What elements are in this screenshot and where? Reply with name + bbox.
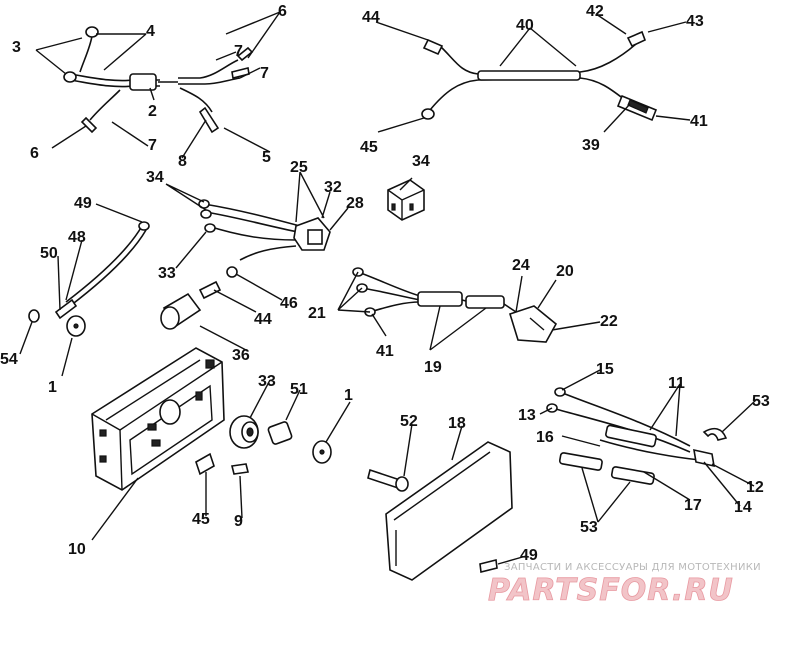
callout-24: 24 [512, 257, 530, 274]
callout-35: 36 [232, 347, 250, 364]
callout-33: 33 [258, 373, 276, 390]
callout-46: 48 [68, 229, 86, 246]
callout-8: 8 [178, 153, 187, 170]
callout-38b: 41 [376, 343, 394, 360]
callout-45: 45 [192, 511, 210, 528]
callout-50: 51 [290, 381, 308, 398]
callout-48: 50 [40, 245, 58, 262]
callout-15: 15 [596, 361, 614, 378]
callout-11: 11 [668, 375, 685, 392]
harness-top-right [421, 30, 658, 122]
callout-13: 13 [518, 407, 536, 424]
callout-7a: 7 [148, 137, 157, 154]
callout-40: 43 [686, 13, 704, 30]
relay-part [387, 179, 425, 221]
grommet-set [195, 415, 332, 476]
callout-51: 53 [752, 393, 770, 410]
callout-32: 34 [146, 169, 164, 186]
callout-54: 54 [0, 351, 18, 368]
callout-36: 40 [516, 17, 534, 34]
cover-plate [367, 441, 513, 581]
callout-9: 9 [234, 513, 243, 530]
callout-18: 18 [448, 415, 466, 432]
callout-20: 20 [556, 263, 574, 280]
callout-2: 2 [148, 103, 157, 120]
callout-25: 25 [290, 159, 308, 176]
harness-right-middle [352, 267, 558, 343]
callout-12: 12 [746, 479, 764, 496]
callout-3: 3 [12, 39, 21, 56]
callout-43: 46 [280, 295, 298, 312]
callout-53: 53 [580, 519, 598, 536]
callout-28: 28 [346, 195, 364, 212]
callout-22: 22 [600, 313, 618, 330]
callout-19: 19 [424, 359, 442, 376]
callout-38a: 41 [690, 113, 708, 130]
callout-7b: 7 [234, 43, 243, 60]
callout-labels: 3 4 2 6 7 8 5 6 7 7 44 40 42 43 45 39 41… [0, 3, 770, 564]
harness-lower-right [546, 387, 728, 485]
callout-16: 16 [536, 429, 554, 446]
callout-1a: 1 [48, 379, 57, 396]
callout-6b: 6 [278, 3, 287, 20]
callout-42: 45 [360, 139, 378, 156]
callout-49: 49 [520, 547, 538, 564]
callout-1b: 1 [344, 387, 353, 404]
callout-14: 14 [734, 499, 752, 516]
leader-lines [19, 11, 757, 565]
harness-middle [198, 199, 331, 261]
callout-21: 21 [308, 305, 326, 322]
watermark-tagline: ЗАПЧАСТИ И АКСЕССУАРЫ ДЛЯ МОТОТЕХНИКИ [504, 562, 761, 573]
callout-34: 34 [412, 153, 430, 170]
harness-top-left [63, 26, 254, 134]
callout-44: 44 [254, 311, 272, 328]
watermark-brand: PARTSFOR.RU [488, 573, 734, 608]
callout-39: 42 [586, 3, 604, 20]
callout-5: 5 [262, 149, 271, 166]
callout-47: 49 [74, 195, 92, 212]
callout-31: 33 [158, 265, 176, 282]
fuse-holder [160, 266, 238, 330]
callout-6a: 6 [30, 145, 39, 162]
callout-30: 32 [324, 179, 342, 196]
callout-7c: 7 [260, 65, 269, 82]
callout-41: 44 [362, 9, 380, 26]
callout-17: 17 [684, 497, 702, 514]
callout-52: 52 [400, 413, 418, 430]
callout-4: 4 [146, 23, 155, 40]
control-box [91, 347, 225, 491]
watermark: ЗАПЧАСТИ И АКСЕССУАРЫ ДЛЯ МОТОТЕХНИКИ PA… [488, 562, 761, 608]
callout-37: 39 [582, 137, 600, 154]
ground-lead [28, 221, 150, 337]
callout-10: 10 [68, 541, 86, 558]
